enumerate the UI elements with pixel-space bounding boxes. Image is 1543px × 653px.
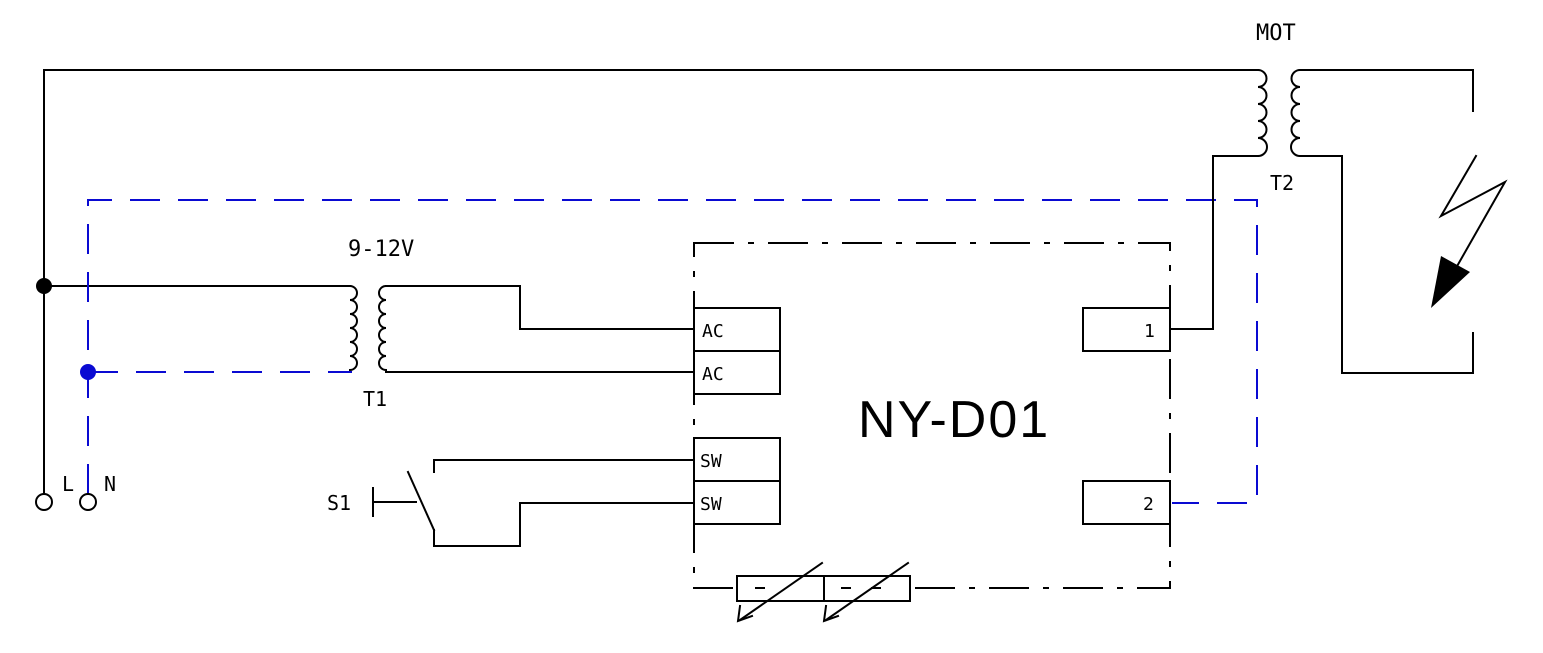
terminal-box-sw-2 xyxy=(693,480,781,525)
terminal-l-label: L xyxy=(62,472,74,496)
t2-label: T2 xyxy=(1270,171,1294,195)
terminal-box-sw-1 xyxy=(693,437,781,482)
terminal-box-out-1 xyxy=(1082,307,1171,352)
transformer-t2-mot: MOT T2 xyxy=(1256,21,1474,374)
t1-voltage-label: 9-12V xyxy=(348,237,414,262)
s1-label: S1 xyxy=(327,491,351,515)
terminal-out-1-label: 1 xyxy=(1144,321,1155,342)
terminal-ac-1-label: AC xyxy=(702,321,724,342)
terminal-sw-1-label: SW xyxy=(700,451,722,472)
terminal-sw-2-label: SW xyxy=(700,494,722,515)
neutral-wiring: N xyxy=(79,199,1258,511)
t1-label: T1 xyxy=(363,387,387,411)
module-title: NY-D01 xyxy=(858,391,1050,449)
potentiometers xyxy=(736,561,911,623)
terminal-ac-2-label: AC xyxy=(702,364,724,385)
terminal-box-out-2 xyxy=(1082,480,1171,525)
transformer-t1: 9-12V T1 xyxy=(348,237,695,411)
spark-gap-icon xyxy=(1431,154,1508,308)
terminal-n xyxy=(79,493,97,511)
terminal-out-2-label: 2 xyxy=(1143,494,1154,515)
terminal-l xyxy=(35,493,53,511)
t2-name-label: MOT xyxy=(1256,21,1296,46)
junction-dot-line xyxy=(36,278,52,294)
junction-dot-neutral xyxy=(80,364,96,380)
module-ny-d01: NY-D01 AC AC SW SW 1 2 xyxy=(693,242,1171,623)
terminal-box-ac-2 xyxy=(693,350,781,395)
switch-s1: S1 xyxy=(327,459,695,547)
terminal-n-label: N xyxy=(104,472,116,496)
line-wiring: L xyxy=(35,69,1259,511)
